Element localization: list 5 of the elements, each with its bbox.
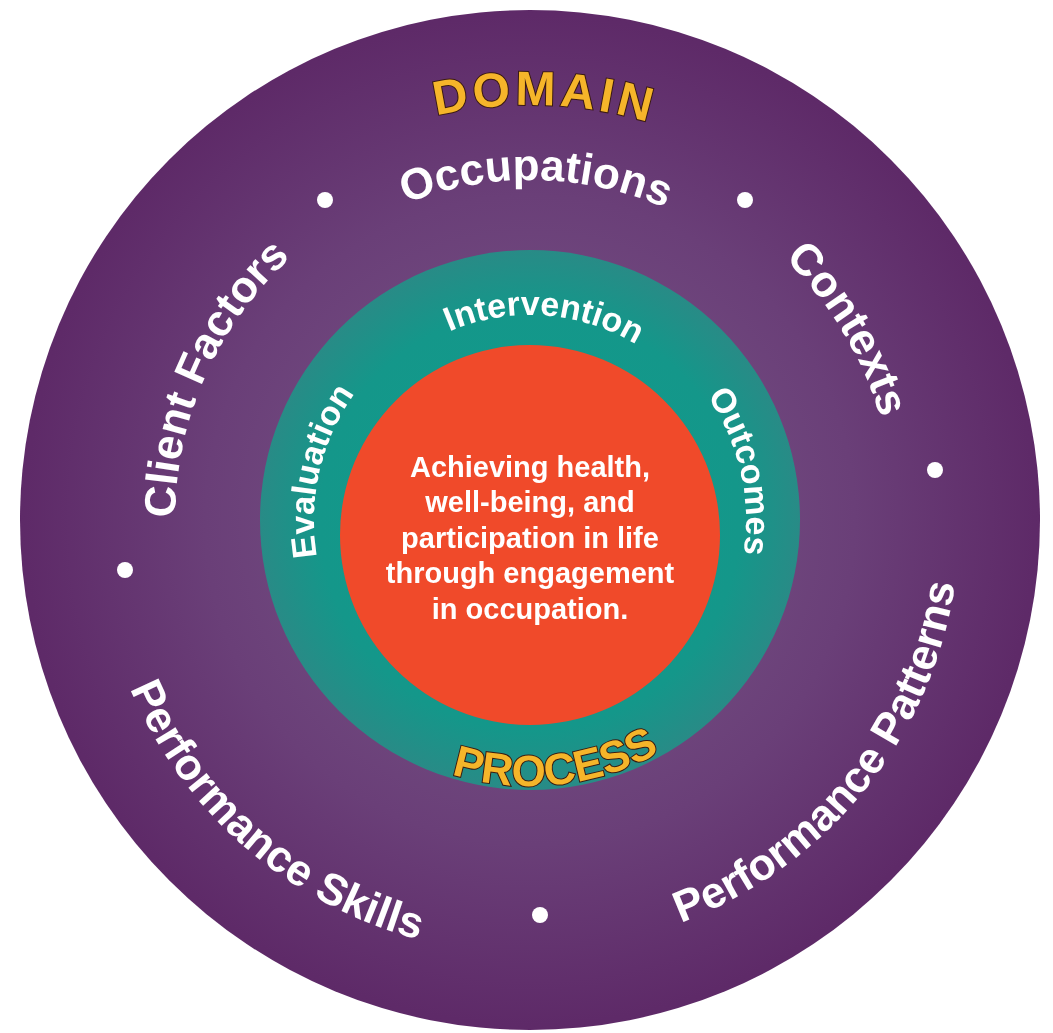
curved-label: Intervention <box>437 284 652 351</box>
section-heading: PROCESS <box>449 716 664 796</box>
section-heading: DOMAIN <box>428 61 663 133</box>
curved-label: Occupations <box>392 139 681 217</box>
center-statement: Achieving health, well-being, and participation in life through engagement in occupation. <box>384 450 676 627</box>
